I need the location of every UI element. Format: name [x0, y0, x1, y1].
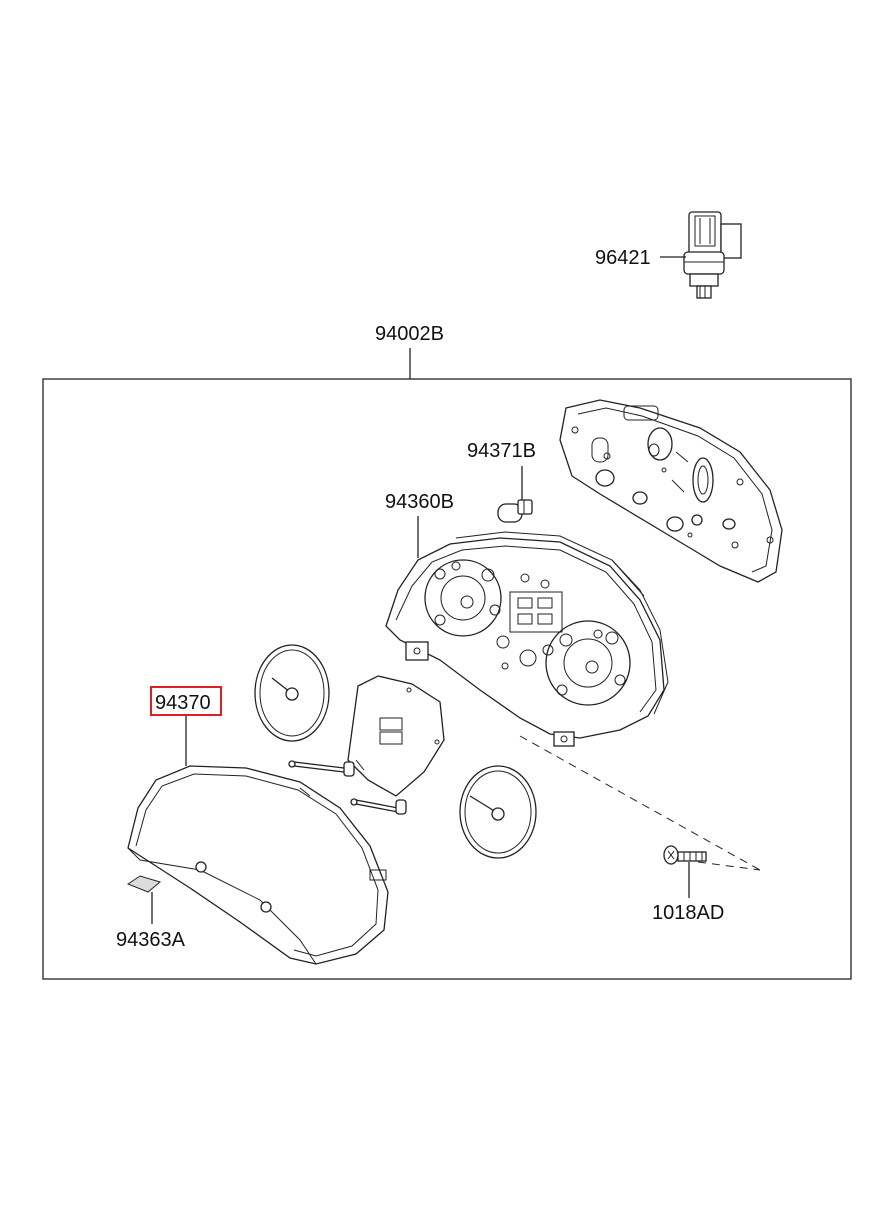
label-94370[interactable]: 94370: [155, 692, 211, 714]
clip-part[interactable]: [126, 875, 162, 893]
lens-part[interactable]: [127, 765, 389, 965]
pointer-plate-part[interactable]: [347, 675, 445, 797]
screw-assembly-line: [519, 735, 761, 871]
assembly-frame: [42, 378, 852, 980]
pointer-pin-lower-part[interactable]: [350, 798, 407, 815]
pointer-pin-upper-part[interactable]: [288, 760, 355, 777]
label-94371b[interactable]: 94371B: [467, 440, 536, 462]
screw-assembly-line-short: [697, 861, 761, 871]
label-94360b[interactable]: 94360B: [385, 491, 454, 513]
instrument-case-part[interactable]: [385, 531, 669, 747]
label-96421[interactable]: 96421: [595, 247, 651, 269]
bulb-part[interactable]: [497, 499, 533, 523]
left-gauge-face-part[interactable]: [254, 644, 330, 742]
rear-housing-part[interactable]: [559, 399, 783, 583]
label-1018ad[interactable]: 1018AD: [652, 902, 724, 924]
label-94363a[interactable]: 94363A: [116, 929, 186, 951]
label-94370-highlight: [150, 686, 222, 716]
label-94002b[interactable]: 94002B: [375, 323, 444, 345]
right-gauge-face-part[interactable]: [459, 765, 537, 859]
screw-part[interactable]: [663, 845, 707, 865]
speed-sensor-part[interactable]: [683, 211, 742, 299]
